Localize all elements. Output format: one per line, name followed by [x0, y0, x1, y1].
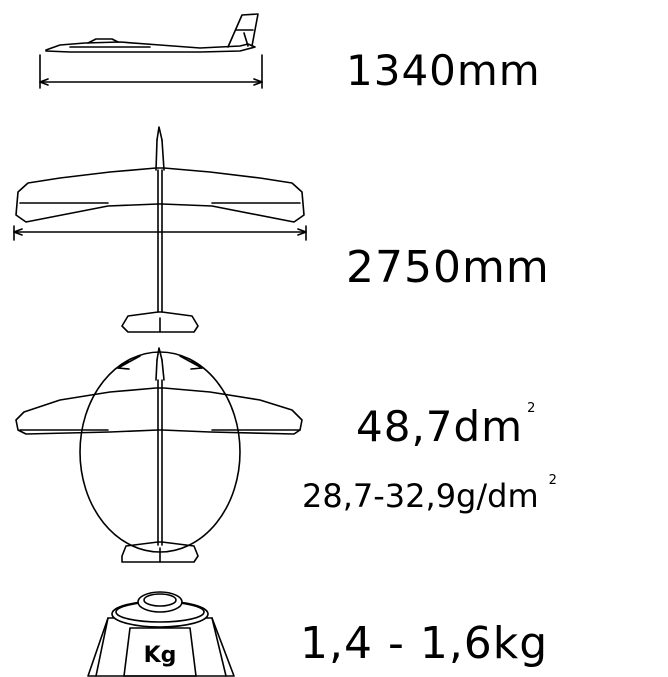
weight-value: 1,4 - 1,6kg [300, 618, 549, 669]
weight-icon [87, 591, 235, 677]
wing-area-exponent: 2 [527, 401, 537, 416]
weight-icon-label: Kg [144, 643, 177, 668]
length-value: 1340mm [346, 46, 541, 95]
wing-loading-value: 28,7-32,9g/dm 2 [302, 474, 557, 515]
side-view-drawing [39, 13, 263, 89]
top-view-drawing [13, 126, 307, 333]
wingspan-value: 2750mm [346, 242, 550, 293]
wing-loading-exponent: 2 [548, 473, 557, 488]
wing-loading-number: 28,7-32,9g/dm [302, 477, 539, 515]
wing-area-number: 48,7dm [356, 402, 524, 451]
area-view-drawing [15, 347, 303, 563]
